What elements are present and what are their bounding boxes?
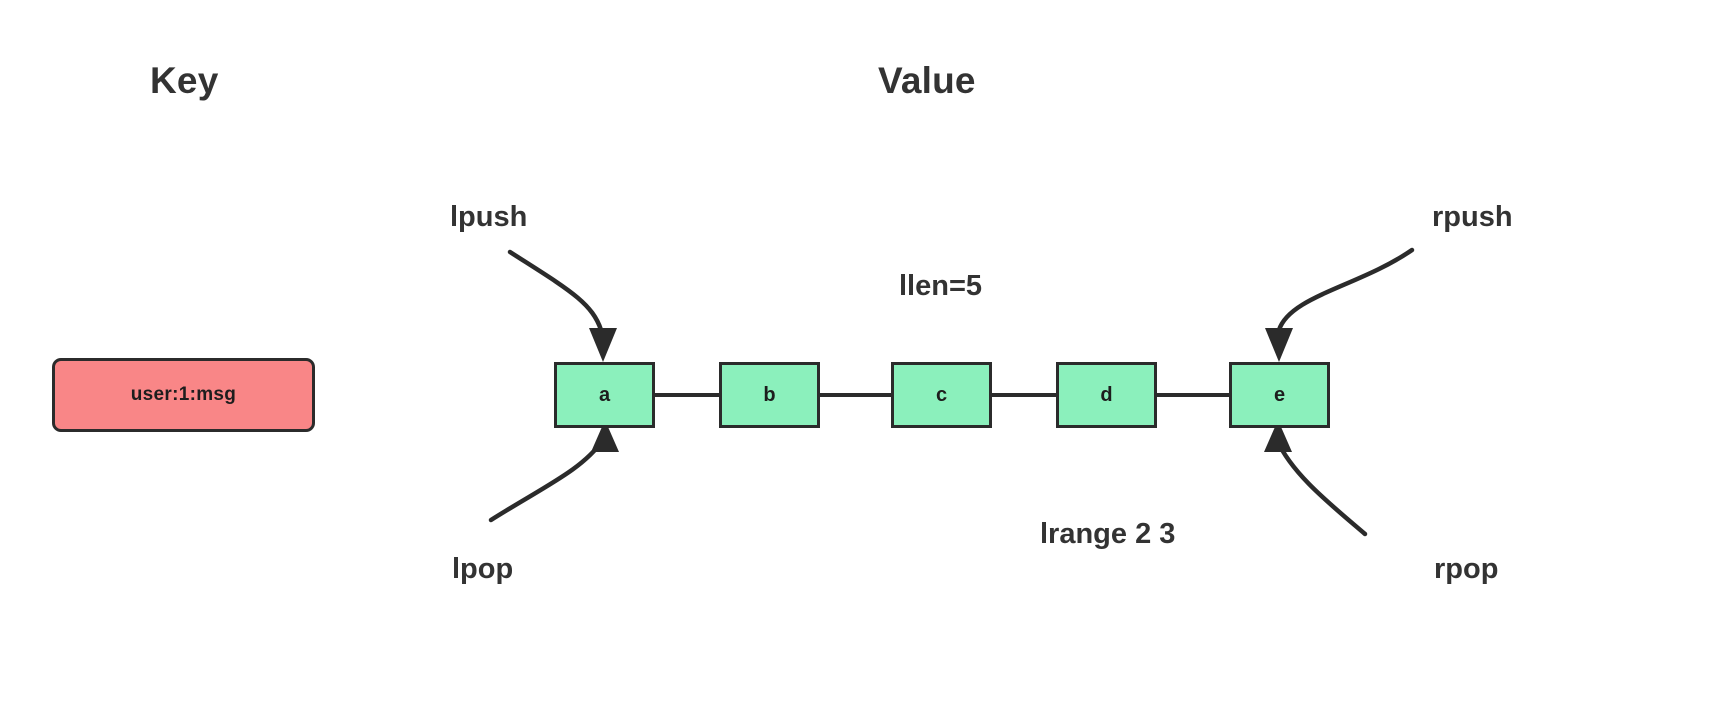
label-lpush: lpush: [450, 201, 528, 233]
arrow-rpop-path: [1274, 437, 1368, 537]
list-node-label: e: [1273, 383, 1286, 406]
column-header-value: Value: [878, 60, 976, 101]
column-header-key: Key: [150, 60, 219, 101]
label-lrange: lrange 2 3: [1040, 518, 1176, 550]
key-node-label: user:1:msg: [130, 384, 237, 405]
list-node-b[interactable]: b: [719, 362, 820, 428]
label-llen: llen=5: [899, 270, 983, 302]
label-rpush: rpush: [1432, 201, 1513, 233]
list-node-label: c: [935, 383, 948, 406]
arrow-rpush-path: [1276, 247, 1415, 333]
list-node-c[interactable]: c: [891, 362, 992, 428]
arrow-lpop-path: [488, 437, 606, 523]
arrowhead-lpush-icon: [589, 328, 617, 362]
list-node-e[interactable]: e: [1229, 362, 1330, 428]
arrowhead-rpush-icon: [1265, 328, 1293, 362]
label-lpop: lpop: [452, 553, 514, 585]
list-node-label: d: [1100, 383, 1113, 406]
list-node-label: a: [598, 383, 611, 406]
list-node-d[interactable]: d: [1056, 362, 1157, 428]
arrow-lpush-path: [507, 249, 604, 333]
list-node-a[interactable]: a: [554, 362, 655, 428]
key-node-user-1-msg[interactable]: user:1:msg: [52, 358, 315, 432]
label-rpop: rpop: [1434, 553, 1499, 585]
list-node-label: b: [763, 383, 776, 406]
